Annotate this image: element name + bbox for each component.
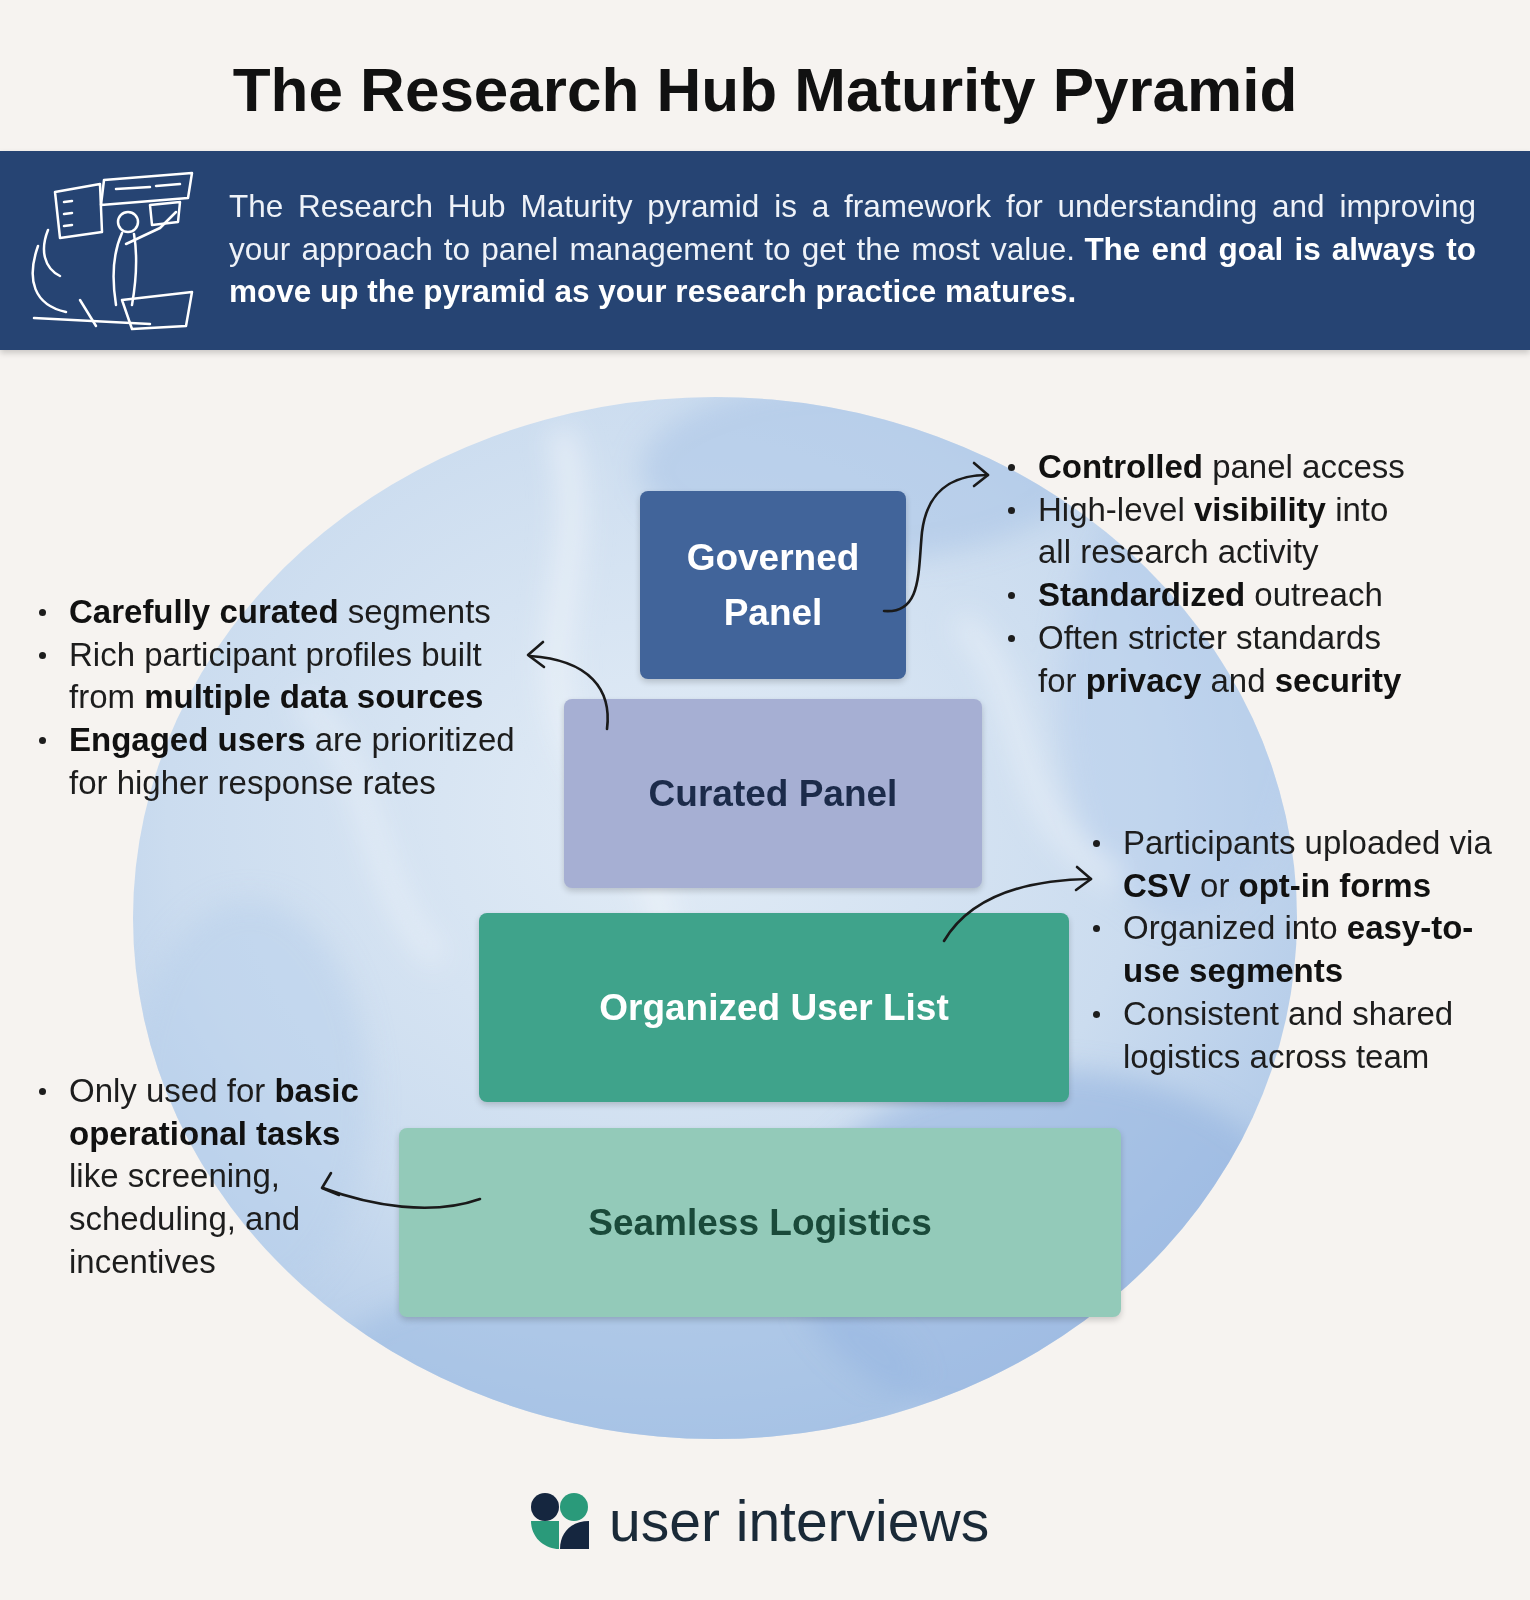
bullet-dot xyxy=(1093,1011,1100,1018)
bold-run: security xyxy=(1275,662,1402,699)
bullet-dot xyxy=(39,1088,46,1095)
bullet-text: Often stricter standards for privacy and… xyxy=(1038,619,1401,699)
tier-label: Governed Panel xyxy=(666,530,880,640)
bullet-text: Carefully curated segments xyxy=(69,593,491,630)
tier-box: Organized User List xyxy=(479,913,1069,1102)
intro-banner: The Research Hub Maturity pyramid is a f… xyxy=(0,151,1530,350)
bullet-text: Controlled panel access xyxy=(1038,448,1405,485)
tier-box: Governed Panel xyxy=(640,491,906,679)
bold-run: Controlled xyxy=(1038,448,1203,485)
tier-label: Curated Panel xyxy=(649,766,898,821)
logo-mark xyxy=(531,1493,589,1549)
tier-box: Curated Panel xyxy=(564,699,982,888)
bullet-item: Controlled panel access xyxy=(1010,446,1410,489)
bullet-text: Engaged users are prioritized for higher… xyxy=(69,721,515,801)
bold-run: Engaged users xyxy=(69,721,306,758)
tier-box: Seamless Logistics xyxy=(399,1128,1121,1317)
bullet-item: Often stricter standards for privacy and… xyxy=(1010,617,1410,702)
bullet-list: Controlled panel accessHigh-level visibi… xyxy=(1010,446,1410,702)
bullet-dot xyxy=(1008,592,1015,599)
bullet-dot xyxy=(1008,464,1015,471)
bullet-text: Participants uploaded via CSV or opt-in … xyxy=(1123,824,1492,904)
bullet-dot xyxy=(39,609,46,616)
bullet-item: Carefully curated segments xyxy=(41,591,519,634)
bullet-text: Only used for basic operational tasks li… xyxy=(69,1072,359,1280)
arrow-head xyxy=(322,1173,339,1195)
leader-arrow xyxy=(323,1188,480,1208)
bullet-item: High-level visibility into all research … xyxy=(1010,489,1410,574)
bold-run: visibility xyxy=(1194,491,1326,528)
bullet-dot xyxy=(1093,925,1100,932)
arrow-head xyxy=(1076,867,1091,890)
bullet-text: High-level visibility into all research … xyxy=(1038,491,1388,571)
bold-run: opt-in forms xyxy=(1239,867,1431,904)
leader-arrow xyxy=(884,475,988,611)
bullet-text: Organized into easy-to-use segments xyxy=(1123,909,1473,989)
bullet-item: Engaged users are prioritized for higher… xyxy=(41,719,519,804)
bullet-item: Consistent and shared logistics across t… xyxy=(1095,993,1503,1078)
bullet-list: Carefully curated segmentsRich participa… xyxy=(41,591,519,805)
bold-run: Standardized xyxy=(1038,576,1245,613)
logo-wordmark: user interviews xyxy=(609,1489,989,1553)
banner-illustration xyxy=(33,173,192,329)
tier-label: Organized User List xyxy=(599,980,949,1035)
bullet-item: Participants uploaded via CSV or opt-in … xyxy=(1095,822,1503,907)
bullet-item: Only used for basic operational tasks li… xyxy=(41,1070,386,1284)
bold-run: basic operational tasks xyxy=(69,1072,359,1152)
bullet-text: Consistent and shared logistics across t… xyxy=(1123,995,1453,1075)
bullet-text: Rich participant profiles built from mul… xyxy=(69,636,483,716)
bullet-item: Standardized outreach xyxy=(1010,574,1410,617)
banner-paragraph: The Research Hub Maturity pyramid is a f… xyxy=(229,185,1476,313)
tier-label: Seamless Logistics xyxy=(588,1195,931,1250)
bold-run: CSV xyxy=(1123,867,1191,904)
bullet-dot xyxy=(1008,635,1015,642)
arrow-head xyxy=(974,463,988,486)
title: The Research Hub Maturity Pyramid xyxy=(0,52,1530,128)
bullet-dot xyxy=(1093,840,1100,847)
bullet-dot xyxy=(1008,507,1015,514)
bold-run: privacy xyxy=(1086,662,1202,699)
bold-run: multiple data sources xyxy=(144,678,483,715)
bullet-item: Rich participant profiles built from mul… xyxy=(41,634,519,719)
bullet-text: Standardized outreach xyxy=(1038,576,1383,613)
bullet-dot xyxy=(39,652,46,659)
bold-run: Carefully curated xyxy=(69,593,339,630)
bullet-list: Participants uploaded via CSV or opt-in … xyxy=(1095,822,1503,1078)
bullet-dot xyxy=(39,737,46,744)
arrow-head xyxy=(528,642,544,667)
leader-arrow xyxy=(530,656,608,729)
bullet-item: Organized into easy-to-use segments xyxy=(1095,907,1503,992)
leader-arrow xyxy=(944,879,1091,941)
bold-run: easy-to-use segments xyxy=(1123,909,1473,989)
bullet-list: Only used for basic operational tasks li… xyxy=(41,1070,386,1284)
